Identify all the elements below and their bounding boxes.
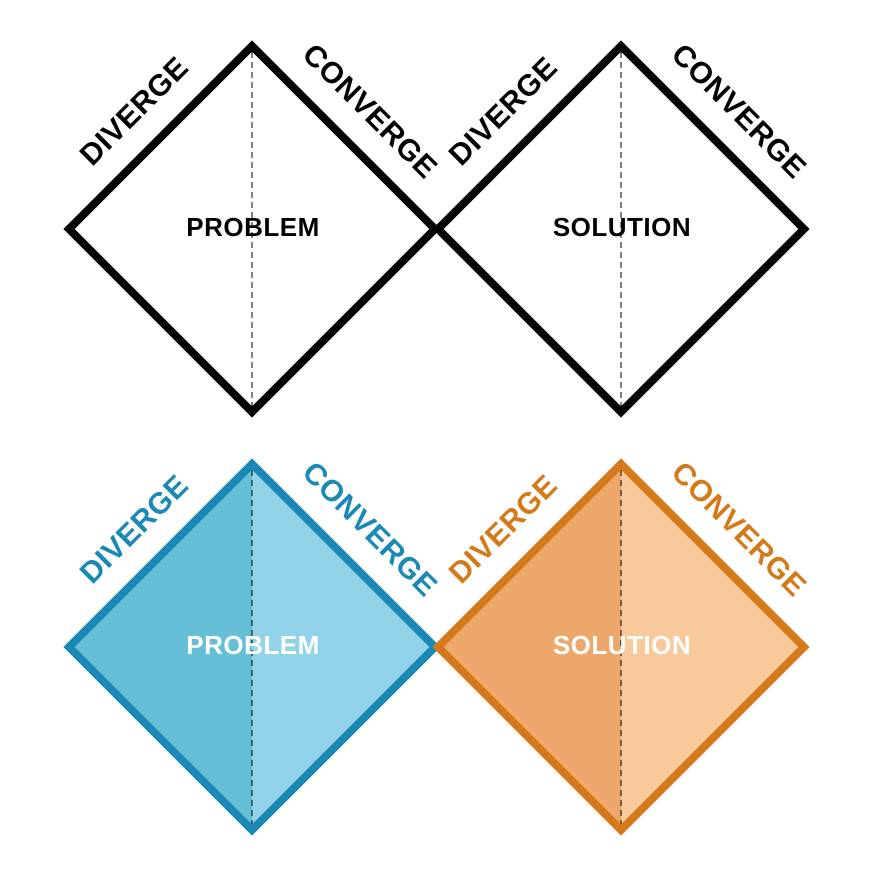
diverge-half: [69, 46, 252, 412]
converge-half: [252, 46, 435, 412]
solution-label: SOLUTION: [553, 212, 691, 242]
diverge-half: [438, 464, 621, 830]
converge-half: [621, 464, 804, 830]
problem-label: PROBLEM: [186, 212, 320, 242]
solution-label: SOLUTION: [553, 630, 691, 660]
diamond-outline: [63, 40, 441, 418]
diverge-half: [438, 46, 621, 412]
converge-half: [252, 464, 435, 830]
diamond-outline: [432, 40, 810, 418]
diamond-outline: [63, 458, 441, 836]
diamond-outline: [432, 458, 810, 836]
problem-label: PROBLEM: [186, 630, 320, 660]
converge-half: [621, 46, 804, 412]
diverge-half: [69, 464, 252, 830]
